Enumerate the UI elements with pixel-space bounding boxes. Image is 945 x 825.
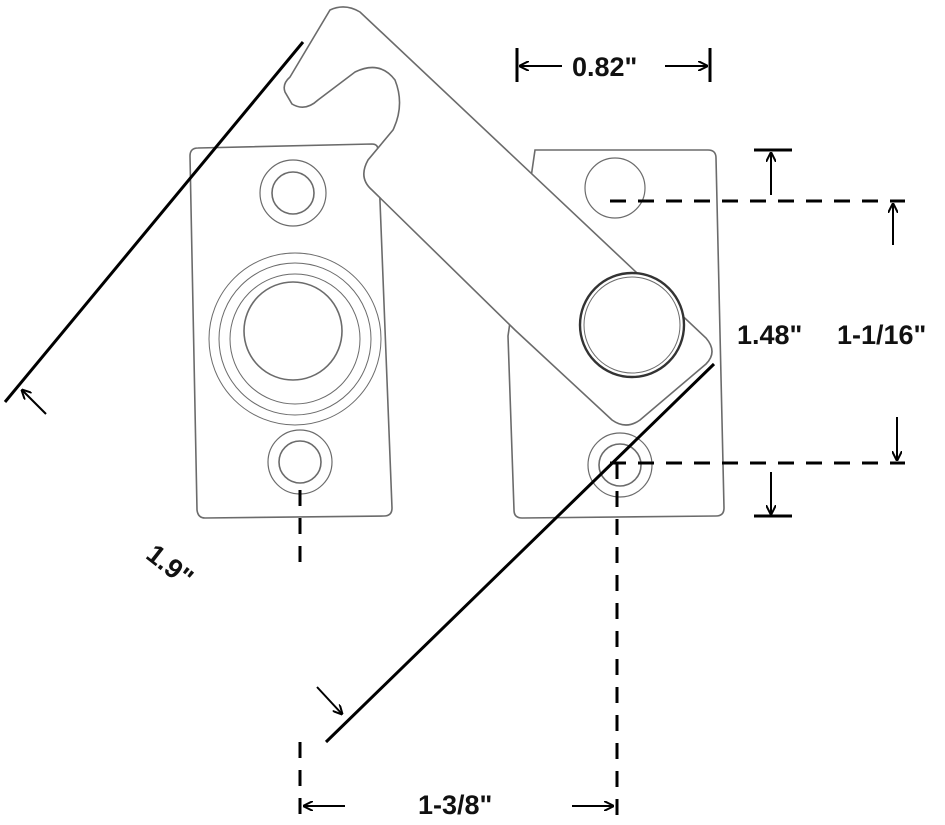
swing-arm-hook — [283, 6, 713, 426]
label-plate-height: 1.48" — [737, 320, 803, 350]
dimension-overall-diagonal — [3, 41, 716, 744]
label-arm-width: 0.82" — [572, 52, 638, 82]
dimension-arm-width — [515, 48, 712, 82]
label-hole-spacing-horizontal: 1-3/8" — [418, 790, 493, 820]
left-mounting-plate — [189, 143, 393, 519]
dimension-hole-spacing-horizontal — [298, 463, 619, 815]
label-hole-spacing-vertical: 1-1/16" — [837, 320, 927, 350]
dimension-hole-spacing-vertical — [610, 199, 905, 465]
dimension-plate-height — [754, 148, 792, 518]
